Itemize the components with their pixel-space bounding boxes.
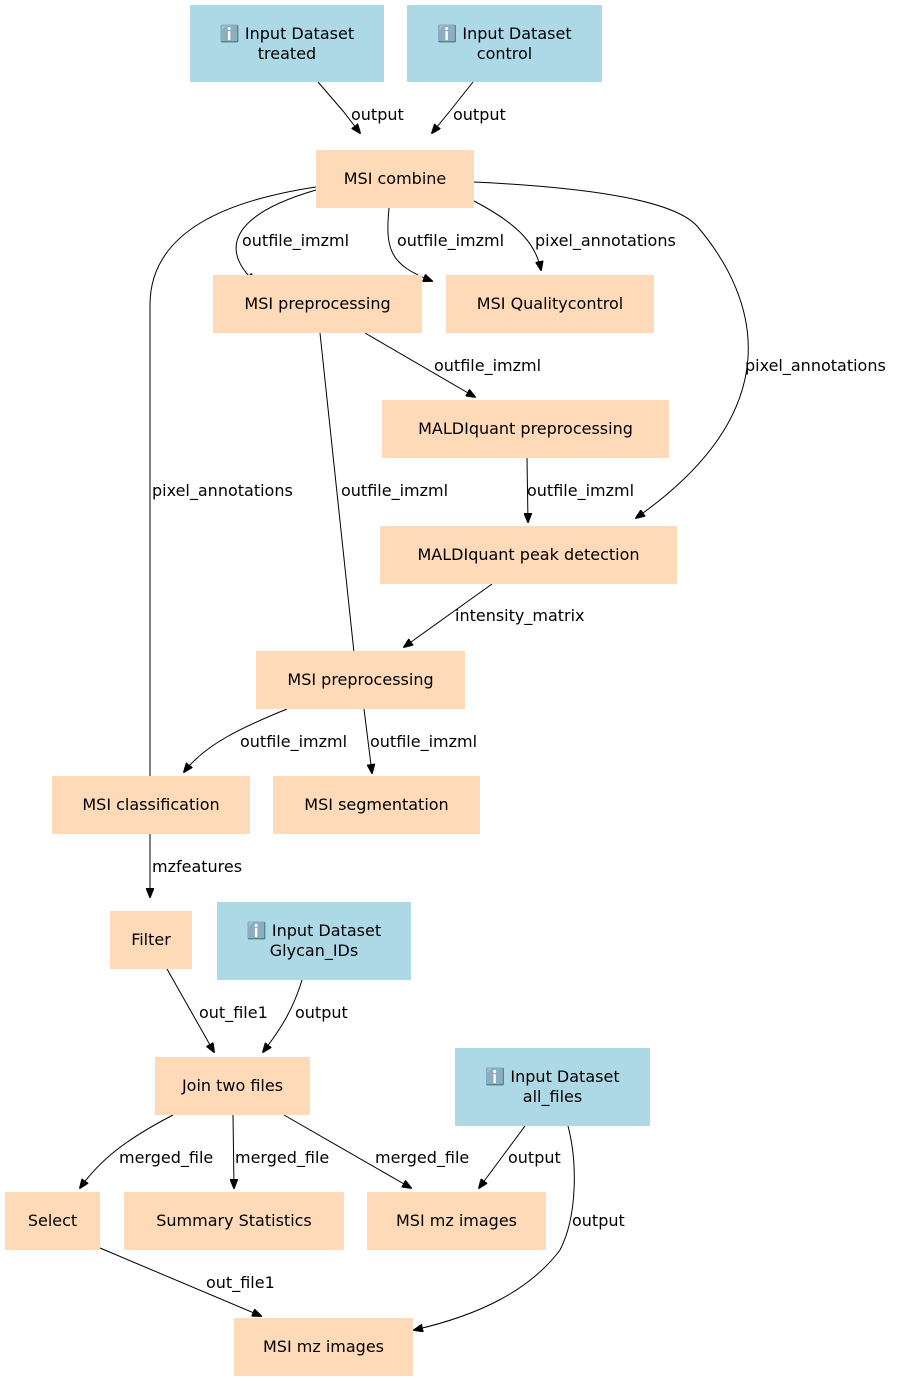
edge-label: pixel_annotations: [535, 231, 676, 250]
edge-select-to-mz-images: [99, 1247, 261, 1316]
node-select[interactable]: Select: [5, 1192, 100, 1250]
edge-label: outfile_imzml: [434, 356, 542, 375]
edge-allfiles-to-mz-images: [479, 1125, 526, 1188]
edge-glycan-to-join: [263, 979, 303, 1052]
node-label: MSI preprocessing: [244, 294, 391, 313]
edge-label: outfile_imzml: [242, 231, 350, 250]
node-label: Filter: [131, 930, 171, 949]
edge-filter-to-join: [166, 968, 214, 1052]
edge-label: outfile_imzml: [370, 732, 478, 751]
node-summary-statistics[interactable]: Summary Statistics: [124, 1192, 344, 1250]
edge-label: output: [508, 1148, 561, 1167]
node-label: MSI preprocessing: [287, 670, 434, 689]
node-label: MSI classification: [82, 795, 220, 814]
edge-treated-to-combine: [317, 81, 360, 133]
node-label: MSI segmentation: [304, 795, 449, 814]
node-title: ℹ️ Input Dataset: [219, 23, 355, 43]
node-subtitle: Glycan_IDs: [269, 941, 359, 960]
node-filter[interactable]: Filter: [110, 911, 192, 969]
edge-label: output: [351, 105, 404, 124]
node-label: Join two files: [181, 1076, 284, 1095]
node-title: ℹ️ Input Dataset: [485, 1067, 620, 1086]
input-dataset-all-files[interactable]: ℹ️ Input Dataset all_files: [455, 1048, 650, 1126]
edge-combine-to-qc-annotations: [473, 200, 541, 270]
node-label: MSI combine: [343, 169, 447, 188]
edge-preprocessing-to-classification: [184, 708, 288, 772]
node-msi-qualitycontrol[interactable]: MSI Qualitycontrol: [446, 275, 654, 333]
node-msi-preprocessing-2[interactable]: MSI preprocessing: [256, 651, 465, 709]
edge-label: outfile_imzml: [240, 732, 348, 751]
input-dataset-control[interactable]: ℹ️ Input Dataset control: [407, 5, 602, 82]
edge-label: outfile_imzml: [397, 231, 505, 250]
edge-label: output: [453, 105, 506, 124]
edge-combine-to-preprocessing: [235, 189, 317, 282]
node-msi-preprocessing-1[interactable]: MSI preprocessing: [213, 275, 422, 333]
node-msi-segmentation[interactable]: MSI segmentation: [273, 776, 480, 834]
edge-join-to-summary: [233, 1114, 234, 1188]
input-dataset-glycan-ids[interactable]: ℹ️ Input Dataset Glycan_IDs: [217, 902, 411, 980]
input-dataset-treated[interactable]: ℹ️ Input Dataset treated: [190, 5, 384, 82]
edge-allfiles-to-mz-images-2: [414, 1125, 575, 1330]
edge-preprocessing-to-preprocessing: [319, 332, 355, 662]
node-msi-combine[interactable]: MSI combine: [316, 150, 474, 208]
edge-preprocessing-to-segmentation: [363, 708, 372, 773]
node-label: MSI Qualitycontrol: [476, 294, 624, 313]
node-subtitle: all_files: [522, 1087, 583, 1106]
edge-label: output: [295, 1003, 348, 1022]
edge-label: output: [572, 1211, 625, 1230]
node-label: MSI mz images: [262, 1337, 384, 1356]
node-label: Summary Statistics: [156, 1211, 312, 1230]
node-label: MALDIquant peak detection: [417, 545, 640, 564]
node-label: Select: [27, 1211, 78, 1230]
edge-label: out_file1: [199, 1003, 268, 1022]
edge-label: pixel_annotations: [745, 356, 886, 375]
node-title: ℹ️ Input Dataset: [437, 23, 572, 43]
edge-label: pixel_annotations: [152, 481, 293, 500]
node-label: MSI mz images: [395, 1211, 517, 1230]
edge-label: merged_file: [235, 1148, 330, 1167]
edge-label: outfile_imzml: [527, 481, 635, 500]
node-msi-mz-images-2[interactable]: MSI mz images: [234, 1318, 413, 1376]
node-join-two-files[interactable]: Join two files: [155, 1057, 310, 1115]
edge-label: intensity_matrix: [455, 606, 585, 625]
node-msi-mz-images-1[interactable]: MSI mz images: [367, 1192, 546, 1250]
node-title: ℹ️ Input Dataset: [246, 921, 382, 940]
node-maldiquant-peak-detection[interactable]: MALDIquant peak detection: [380, 526, 677, 584]
edge-preprocessing-to-maldiquant: [364, 332, 475, 397]
edge-peak-detection-to-preprocessing: [404, 583, 493, 647]
edge-join-to-mz-images: [283, 1114, 411, 1188]
edge-label: out_file1: [206, 1273, 275, 1292]
edge-combine-to-peak-detection: [473, 181, 749, 518]
node-msi-classification[interactable]: MSI classification: [52, 776, 250, 834]
edge-join-to-select: [80, 1114, 174, 1188]
node-label: MALDIquant preprocessing: [418, 419, 633, 438]
edge-label: mzfeatures: [152, 857, 243, 876]
node-subtitle: treated: [257, 43, 317, 63]
edge-maldiquant-to-peak-detection: [527, 457, 528, 522]
edge-label: merged_file: [375, 1148, 470, 1167]
edge-label: outfile_imzml: [341, 481, 449, 500]
edge-control-to-combine: [432, 81, 474, 133]
edge-label: merged_file: [119, 1148, 214, 1167]
node-maldiquant-preprocessing[interactable]: MALDIquant preprocessing: [382, 400, 669, 458]
edge-combine-to-classification: [150, 186, 317, 788]
node-subtitle: control: [476, 43, 533, 63]
